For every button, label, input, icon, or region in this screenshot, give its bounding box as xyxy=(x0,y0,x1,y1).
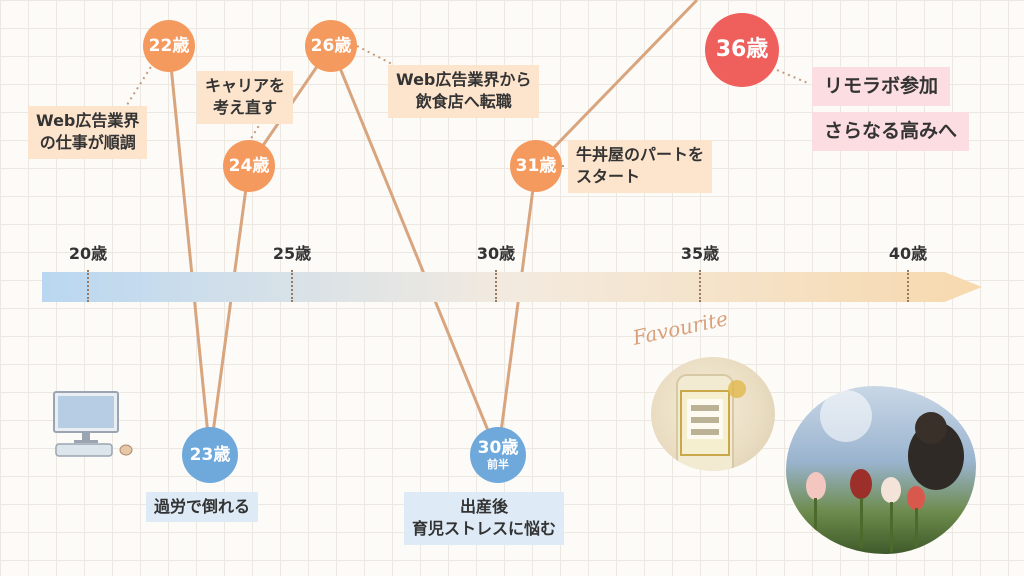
event-label-line: 出産後 xyxy=(460,497,509,516)
bottle-illustration xyxy=(676,374,746,471)
event-label-23: 過労で倒れる xyxy=(146,492,259,523)
computer-illustration xyxy=(53,391,133,457)
connector-30-31 xyxy=(496,165,538,456)
tulip-garden-illustration xyxy=(806,390,964,554)
connector-23-24 xyxy=(208,165,251,456)
axis-tick-mark xyxy=(699,270,701,302)
event-age: 24歳 xyxy=(228,155,270,176)
event-label-line: Web広告業界から xyxy=(396,70,532,89)
tulip-garden-photo xyxy=(786,386,976,554)
event-label-line: さらなる高みへ xyxy=(824,120,958,142)
axis-tick-label: 30歳 xyxy=(476,244,516,263)
dotted-36 xyxy=(776,69,811,85)
event-label-line: の仕事が順調 xyxy=(39,133,136,153)
event-age: 22歳 xyxy=(148,35,190,56)
event-age-sub: 前半 xyxy=(487,457,509,471)
event-label-26: Web広告業界から 飲食店へ転職 xyxy=(388,65,540,118)
axis-tick-mark xyxy=(87,270,89,302)
axis-tick-mark xyxy=(907,270,909,302)
event-circle-22: 22歳 xyxy=(143,20,195,72)
event-label-22: Web広告業界 の仕事が順調 xyxy=(28,106,148,159)
dotted-26 xyxy=(356,45,393,65)
event-circle-24: 24歳 xyxy=(223,140,275,192)
event-circle-30: 30歳 前半 xyxy=(470,427,526,483)
event-label-line: キャリアを xyxy=(205,76,286,95)
dotted-22 xyxy=(124,61,155,109)
event-label-line: 育児ストレスに悩む xyxy=(412,519,557,539)
axis-tick-label: 40歳 xyxy=(888,244,928,263)
event-age: 31歳 xyxy=(515,155,557,176)
event-label-line: 牛丼屋のパートを xyxy=(576,145,705,164)
event-label-24: キャリアを 考え直す xyxy=(197,71,294,124)
axis-tick-mark xyxy=(495,270,497,302)
event-circle-26: 26歳 xyxy=(305,20,357,72)
event-label-30: 出産後 育児ストレスに悩む xyxy=(404,492,565,545)
connector-22-23 xyxy=(167,45,212,456)
event-label-line: 飲食店へ転職 xyxy=(415,92,512,112)
axis-tick-label: 35歳 xyxy=(680,244,720,263)
event-age: 23歳 xyxy=(189,444,231,465)
event-label-36-line2: さらなる高みへ xyxy=(812,112,970,151)
event-circle-23: 23歳 xyxy=(182,427,238,483)
event-circle-36: 36歳 xyxy=(705,13,779,87)
axis-tick-label: 20歳 xyxy=(68,244,108,263)
timeline-axis-arrow xyxy=(42,272,982,302)
event-label-line: Web広告業界 xyxy=(36,111,140,130)
connector-26-30 xyxy=(329,45,500,456)
event-label-line: スタート xyxy=(576,167,641,187)
event-label-line: リモラボ参加 xyxy=(824,75,939,97)
axis-tick-label: 25歳 xyxy=(272,244,312,263)
event-label-line: 考え直す xyxy=(213,98,278,118)
event-age: 30歳 xyxy=(477,438,519,459)
event-age: 36歳 xyxy=(715,36,769,62)
bottle-photo xyxy=(651,357,775,471)
axis-tick-mark xyxy=(291,270,293,302)
event-age: 26歳 xyxy=(310,35,352,56)
connector-31-36 xyxy=(534,0,699,168)
event-label-line: 過労で倒れる xyxy=(154,497,251,516)
event-label-36-line1: リモラボ参加 xyxy=(812,67,951,106)
event-circle-31: 31歳 xyxy=(510,140,562,192)
event-label-31: 牛丼屋のパートを スタート xyxy=(568,140,713,193)
